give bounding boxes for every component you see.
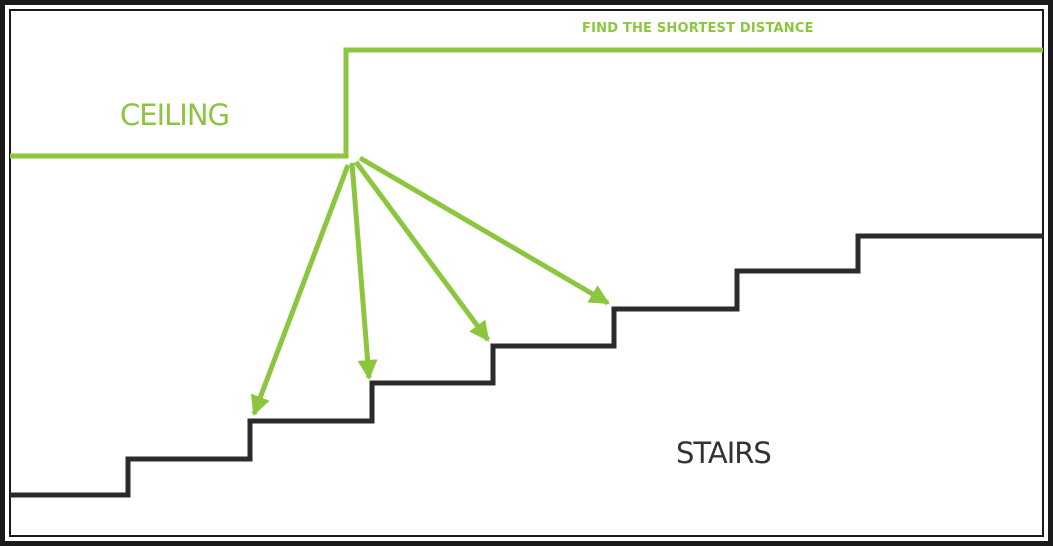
ceiling-line bbox=[10, 47, 1043, 159]
stairs-label: STAIRS bbox=[676, 436, 772, 470]
ceiling-label: CEILING bbox=[120, 98, 230, 132]
arrow-4 bbox=[358, 155, 610, 306]
distance-arrows bbox=[251, 155, 610, 416]
arrow-1 bbox=[251, 164, 351, 416]
diagram-title: FIND THE SHORTEST DISTANCE bbox=[582, 21, 814, 36]
arrow-2 bbox=[349, 162, 378, 380]
stairs-line bbox=[10, 233, 1043, 498]
inner-border bbox=[9, 9, 1044, 537]
arrow-3 bbox=[353, 160, 491, 342]
